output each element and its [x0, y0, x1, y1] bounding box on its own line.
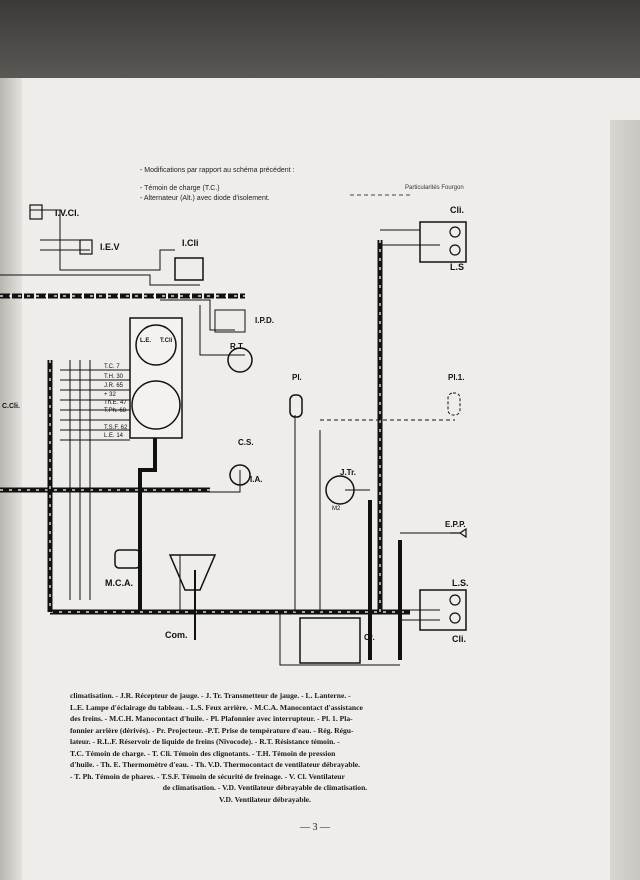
terminal-tc: T.C. 7	[104, 364, 120, 370]
label-com: Com.	[165, 630, 188, 640]
terminal-tph: T.Ph. 68	[104, 408, 127, 414]
terminal-th: T.H. 30	[104, 374, 124, 380]
label-ls-bottom: L.S.	[452, 578, 469, 588]
scan-background	[0, 0, 640, 78]
label-iev: I.E.V	[100, 242, 120, 252]
label-le: L.E.	[140, 338, 152, 344]
label-pl1: Pl.1.	[448, 373, 465, 382]
terminal-le: L.E. 14	[104, 433, 124, 439]
label-ipd: I.P.D.	[255, 316, 274, 325]
caption-line: d'huile. - Th. E. Thermomètre d'eau. - T…	[70, 760, 360, 769]
label-rt: R.T.	[230, 342, 245, 351]
caption-line: L.E. Lampe d'éclairage du tableau. - L.S…	[70, 702, 363, 712]
label-mca: M.C.A.	[105, 578, 133, 588]
legend-caption: climatisation. - J.R. Récepteur de jauge…	[70, 690, 460, 805]
label-ia: I.A.	[250, 475, 263, 484]
adjacent-page-edge	[610, 120, 640, 880]
page-binding-edge	[0, 78, 22, 880]
fourgon-legend: Particularités Fourgon	[405, 185, 464, 191]
caption-line: des freins. - M.C.H. Manocontact d'huile…	[70, 714, 353, 723]
caption-line: - T. Ph. Témoin de phares. - T.S.F. Témo…	[70, 771, 345, 781]
caption-line: fonnier arrière (dérivés). - Pr. Project…	[70, 725, 354, 735]
terminal-jr: J.R. 65	[104, 383, 124, 389]
label-ls-top: L.S	[450, 262, 465, 272]
label-cr: Cr.	[364, 633, 375, 642]
caption-line: lateur. - R.L.F. Réservoir de liquide de…	[70, 737, 340, 746]
label-ivcl: I.V.Cl.	[55, 208, 80, 218]
caption-line: de climatisation. - V.D. Ventilateur déb…	[162, 783, 368, 792]
notes-title: - Modifications par rapport au schéma pr…	[140, 167, 295, 174]
label-pl: Pl.	[292, 373, 302, 382]
label-cli-bottom: Cli.	[452, 634, 467, 644]
label-cli-top: Cli.	[450, 205, 465, 215]
notes-item-alt: - Alternateur (Alt.) avec diode d'isolem…	[140, 195, 270, 202]
caption-line: T.C. Témoin de charge. - T. Cli. Témoin …	[70, 748, 336, 758]
label-icli: I.Cli	[182, 238, 199, 248]
terminal-plus: + 32	[104, 392, 116, 398]
label-ccli: C.Cli.	[2, 403, 20, 410]
notes-item-tc: - Témoin de charge (T.C.)	[140, 185, 220, 192]
caption-line: climatisation. - J.R. Récepteur de jauge…	[70, 691, 351, 700]
caption-line: V.D. Ventilateur débrayable.	[219, 794, 311, 804]
modification-notes: - Modifications par rapport au schéma pr…	[140, 166, 294, 204]
page-number: — 3 —	[300, 822, 330, 833]
label-jtr: J.Tr.	[340, 468, 357, 477]
terminal-the: Th.E. 47	[104, 400, 127, 406]
label-m2: M2	[332, 506, 341, 512]
label-epp: E.P.P.	[445, 520, 466, 529]
terminal-tsf: T.S.F. 62	[104, 425, 128, 431]
label-cs: C.S.	[238, 438, 254, 447]
label-tcli: T.Cli	[160, 338, 173, 344]
